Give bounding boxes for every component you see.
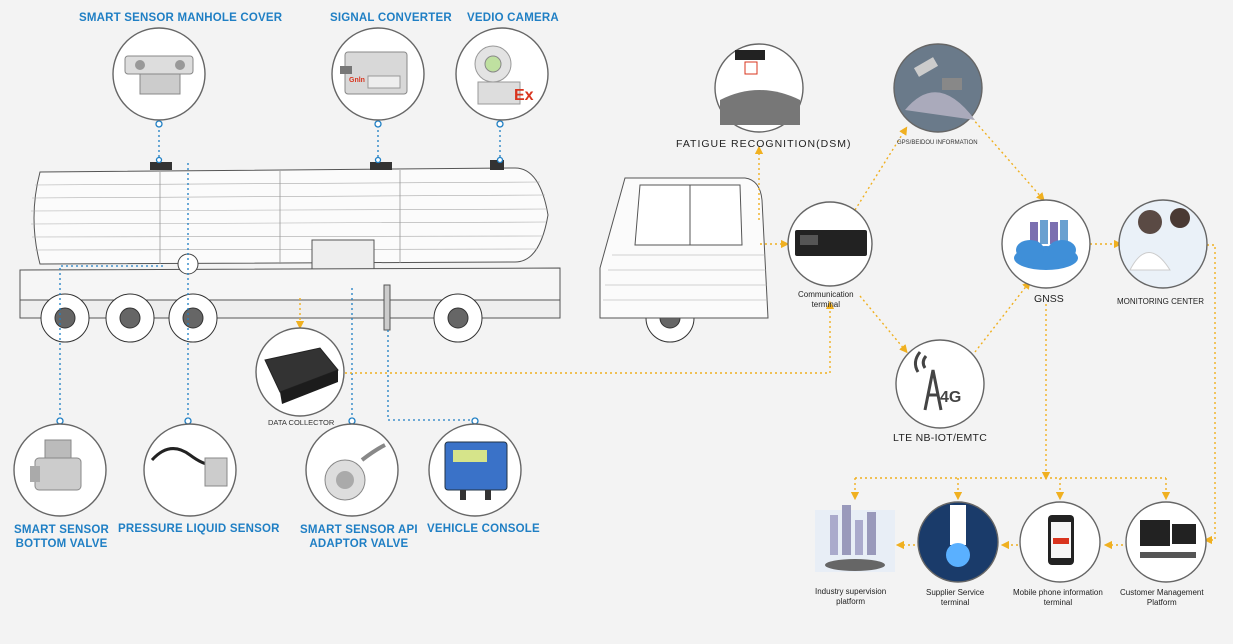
lte-4g-badge: 4G: [940, 389, 961, 406]
customer-platform-icon: [1125, 501, 1207, 583]
label-vehicle-console: VEHICLE CONSOLE: [427, 523, 540, 535]
video-camera-icon: Ex: [455, 27, 549, 121]
vehicle-console-icon: [428, 423, 522, 517]
pressure-sensor-icon: [143, 423, 237, 517]
satellite-icon: [893, 43, 983, 133]
label-fatigue: FATIGUE RECOGNITION(DSM): [676, 138, 852, 150]
bottom-valve-icon: [13, 423, 107, 517]
tanker-truck: [19, 160, 769, 343]
api-adaptor-valve-icon: [305, 423, 399, 517]
signal-converter-icon: Gnln: [331, 27, 425, 121]
lte-tower-icon: 4G: [895, 339, 985, 429]
data-links: [295, 117, 1216, 550]
label-monitoring-center: MONITORING CENTER: [1117, 297, 1204, 306]
fatigue-camera-icon: [714, 43, 804, 133]
supplier-terminal-icon: [917, 501, 999, 583]
camera-ex-badge: Ex: [514, 87, 534, 104]
label-signal-converter: SIGNAL CONVERTER: [330, 12, 452, 24]
manhole-cover-icon: [112, 27, 206, 121]
data-collector-icon: [255, 327, 345, 417]
sensor-links: [59, 125, 501, 421]
label-gnss: GNSS: [1034, 293, 1064, 305]
gnss-cloud-icon: [1001, 199, 1091, 289]
industry-platform-icon: [815, 505, 895, 572]
label-manhole-cover: SMART SENSOR MANHOLE COVER: [79, 12, 283, 24]
communication-terminal-icon: [787, 201, 873, 287]
label-data-collector: DATA COLLECTOR: [268, 418, 335, 427]
label-video-camera: VEDIO CAMERA: [467, 12, 559, 24]
mobile-phone-icon: [1019, 501, 1101, 583]
label-gps: GPS/BEIDOU INFORMATION: [897, 140, 978, 146]
monitoring-center-icon: [1118, 199, 1208, 289]
label-pressure-liquid: PRESSURE LIQUID SENSOR: [118, 523, 280, 535]
label-lte: LTE NB-IOT/EMTC: [893, 432, 988, 444]
converter-brand-text: Gnln: [349, 77, 365, 84]
